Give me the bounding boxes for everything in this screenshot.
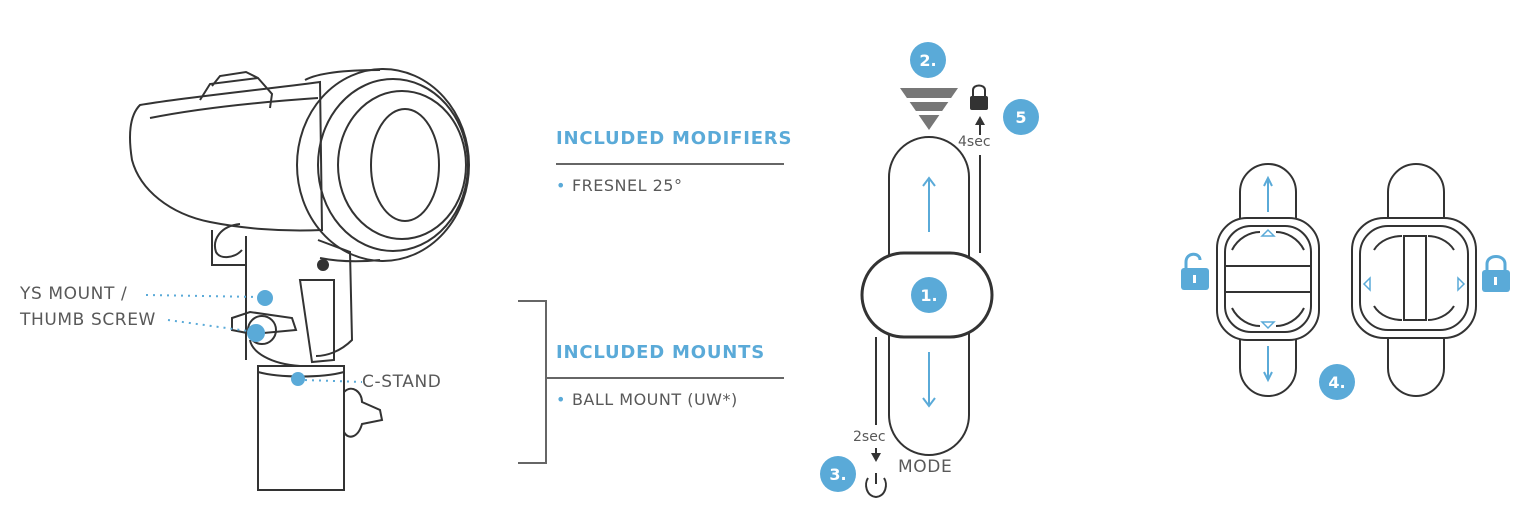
mounts-heading: INCLUDED MOUNTS [556, 342, 765, 363]
ys-mount-label: YS MOUNT / [20, 284, 128, 304]
hold-4sec-label: 4sec [958, 134, 991, 150]
step-5-badge: 5 [1003, 99, 1039, 135]
mounts-bracket [518, 300, 547, 464]
padlock-locked-icon [1482, 255, 1510, 292]
locked-plate-illustration [1351, 163, 1477, 397]
light-unit-illustration [129, 68, 470, 491]
step-2-badge: 2. [910, 42, 946, 78]
callout-dots [247, 290, 305, 386]
callout-leaders [145, 294, 363, 383]
hold-2sec-label: 2sec [853, 429, 886, 445]
step-4-badge: 4. [1319, 364, 1355, 400]
thumb-screw-label: THUMB SCREW [20, 310, 156, 330]
c-stand-label: C-STAND [362, 372, 442, 392]
unlocked-plate-illustration [1216, 163, 1320, 397]
modifiers-heading: INCLUDED MODIFIERS [556, 128, 793, 149]
step-1-badge: 1. [911, 277, 947, 313]
step-3-badge: 3. [820, 456, 856, 492]
mount-item: •BALL MOUNT (UW*) [556, 390, 738, 409]
padlock-unlocked-icon [1181, 252, 1209, 290]
mode-label: MODE [898, 457, 953, 477]
modifier-item: •FRESNEL 25° [556, 176, 683, 195]
